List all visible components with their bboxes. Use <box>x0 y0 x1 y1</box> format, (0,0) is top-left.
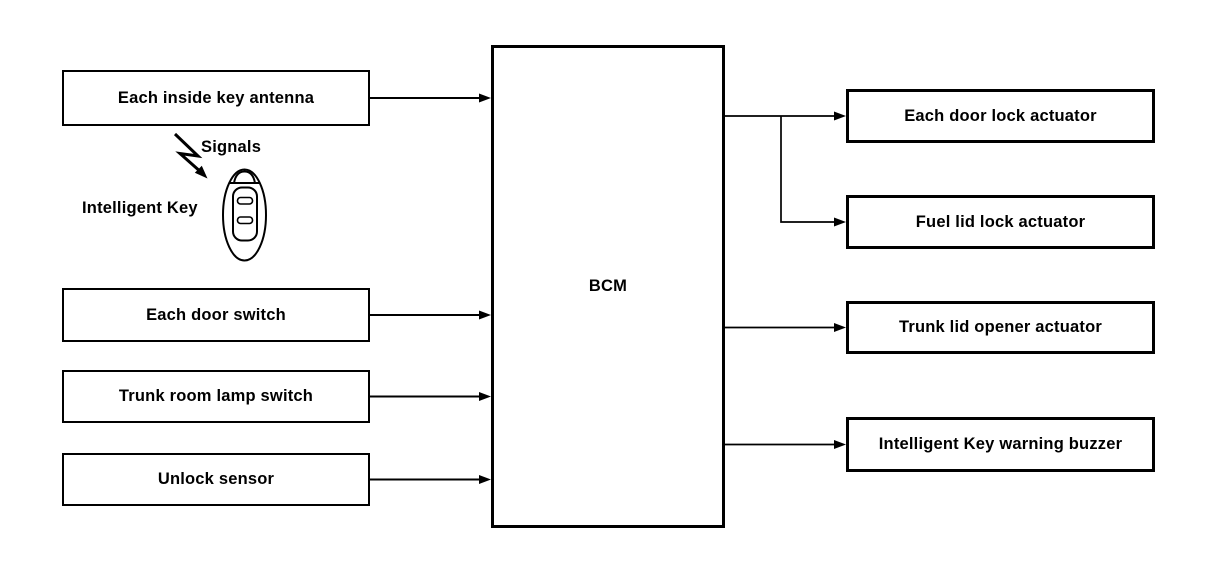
key-fob-button <box>236 196 254 205</box>
arrowhead <box>479 310 491 320</box>
node-bcm: BCM <box>491 45 725 528</box>
node-each-door-lock-actuator: Each door lock actuator <box>846 89 1155 143</box>
signal-zigzag-arrow-icon <box>173 132 208 179</box>
arrowhead <box>834 440 846 449</box>
node-label: Unlock sensor <box>157 470 275 489</box>
node-label: Trunk lid opener actuator <box>898 318 1103 337</box>
arrowhead <box>834 217 846 227</box>
arrowhead <box>834 111 846 121</box>
key-fob-keyring-arch <box>233 170 256 184</box>
node-trunk-lid-opener-actuator: Trunk lid opener actuator <box>846 301 1155 354</box>
node-label: Intelligent Key warning buzzer <box>878 435 1123 454</box>
key-fob-button <box>236 216 254 225</box>
node-each-inside-key-antenna: Each inside key antenna <box>62 70 370 126</box>
node-label: Trunk room lamp switch <box>118 387 314 406</box>
arrowhead <box>479 93 491 103</box>
node-label: Each door switch <box>146 305 286 324</box>
node-each-door-switch: Each door switch <box>62 288 370 342</box>
connector-bcm-to-fuellid-branch <box>780 116 834 223</box>
node-label: BCM <box>588 277 628 296</box>
input-connectors <box>370 97 480 481</box>
output-connectors <box>725 115 834 446</box>
signals-label: Signals <box>201 138 262 156</box>
arrowhead <box>834 323 846 332</box>
node-trunk-room-lamp-switch: Trunk room lamp switch <box>62 370 370 423</box>
arrowhead <box>479 392 491 401</box>
intelligent-key-label: Intelligent Key <box>82 199 198 217</box>
node-intelligent-key-warning-buzzer: Intelligent Key warning buzzer <box>846 417 1155 472</box>
node-label: Each inside key antenna <box>117 88 315 107</box>
signal-zigzag-path <box>173 132 203 175</box>
arrowhead <box>479 475 491 484</box>
input-arrowheads <box>479 93 491 484</box>
node-fuel-lid-lock-actuator: Fuel lid lock actuator <box>846 195 1155 249</box>
node-unlock-sensor: Unlock sensor <box>62 453 370 506</box>
output-arrowheads <box>834 111 846 449</box>
key-fob-button-panel <box>232 186 258 242</box>
key-fob-shell <box>222 168 267 262</box>
arrowhead <box>194 165 208 179</box>
key-fob-icon <box>222 168 267 262</box>
node-label: Each door lock actuator <box>904 106 1097 125</box>
node-label: Fuel lid lock actuator <box>915 212 1086 231</box>
